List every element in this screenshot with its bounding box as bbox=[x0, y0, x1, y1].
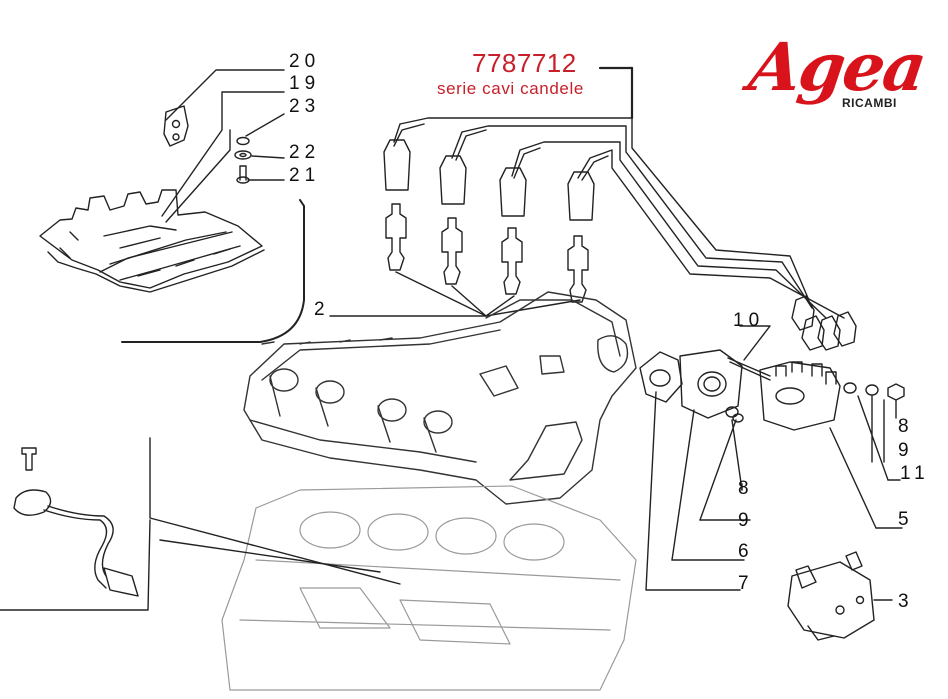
callout-2: 2 bbox=[314, 299, 330, 320]
distributor-drawing bbox=[639, 325, 905, 591]
part-description-label: serie cavi candele bbox=[437, 79, 584, 98]
left-group-leaders bbox=[121, 69, 305, 343]
spark-plug-cable-drawing bbox=[383, 66, 857, 351]
callout-19: 19 bbox=[289, 73, 321, 94]
brand-logo-wordmark: Agea bbox=[744, 28, 930, 106]
part-number-label: 7787712 bbox=[472, 48, 577, 78]
cylinder-head-drawing bbox=[243, 291, 637, 505]
knock-sensor-leader bbox=[0, 519, 381, 611]
callout-22: 22 bbox=[289, 142, 321, 163]
callout-6: 6 bbox=[738, 541, 754, 562]
callout-23: 23 bbox=[289, 96, 321, 117]
callout-3: 3 bbox=[898, 591, 914, 612]
engine-block-leader bbox=[149, 437, 401, 585]
callout-8-left: 8 bbox=[738, 478, 754, 499]
callout-21: 21 bbox=[289, 165, 321, 186]
bracket-drawing bbox=[163, 105, 189, 147]
washer-bolt-drawing bbox=[234, 136, 252, 184]
ignition-module-drawing bbox=[787, 551, 893, 641]
callout-9-right: 9 bbox=[898, 440, 914, 461]
callout-5: 5 bbox=[898, 509, 914, 530]
callout-7: 7 bbox=[738, 573, 754, 594]
knock-sensor-drawing bbox=[13, 447, 139, 597]
callout-9-left: 9 bbox=[738, 510, 754, 531]
brand-logo: Agea RICAMBI bbox=[745, 28, 930, 124]
callout-8-right: 8 bbox=[898, 416, 914, 437]
callout-11: 11 bbox=[900, 463, 930, 484]
spark-plugs-drawing bbox=[329, 203, 589, 317]
brand-logo-subtitle: RICAMBI bbox=[842, 96, 897, 110]
callout-20: 20 bbox=[289, 51, 321, 72]
callout-10: 10 bbox=[733, 310, 765, 331]
engine-block-drawing bbox=[221, 485, 637, 691]
heat-shield-drawing bbox=[39, 189, 265, 293]
